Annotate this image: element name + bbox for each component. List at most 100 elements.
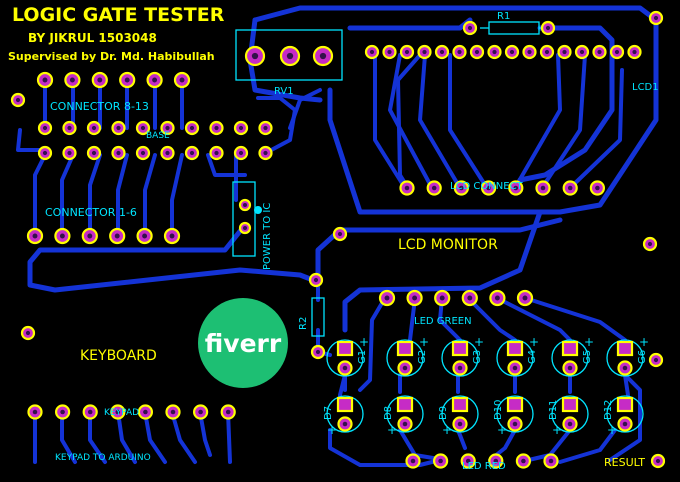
rv1-outline [235,29,343,81]
green-led-1-pad-b-hole [342,365,348,371]
red-led-5-pad-a [561,396,579,413]
base-bottom-pad-hole [263,150,268,156]
r1-pad-hole [545,25,551,31]
base-bottom-pad-hole [140,150,146,156]
supervisor-line: Supervised by Dr. Md. Habibullah [8,50,215,63]
red-led-2-polarity: + [387,423,397,437]
green-led-3-polarity: + [474,335,484,349]
red-led-5-outline [551,395,589,433]
connector-1-6-label: CONNECTOR 1-6 [45,206,137,219]
connector-8-13-pad-hole [152,77,158,83]
keypad-pad-hole [143,409,148,415]
led-footprints: G1+G2+G3+G4+G5+G6+D7+D8+D9+D10+D11+D12+ [323,335,649,437]
r2-pad-hole [315,349,321,355]
green-led-4-label: G4 [527,350,538,364]
lcd-connect-label: LCD CONNECT [450,181,524,192]
green-led-6-outline [606,339,644,377]
connector-8-13-pad-hole [124,77,130,83]
lcd-connect-pad-hole [486,185,491,191]
lcd-connect-pad-hole [595,185,600,191]
power-pad-hole [243,203,247,207]
led-green-label: LED GREEN [414,316,472,327]
red-led-3-pad-a [451,396,469,413]
lcd-header-pad-hole [562,49,567,55]
green-led-5-pad-b-hole [567,365,573,371]
green-led-4-polarity: + [529,335,539,349]
power-indicator-dot [254,206,262,214]
led-green-pad-hole [522,295,528,301]
green-led-2-outline [386,339,424,377]
red-led-5-pad-b-hole [567,421,573,427]
r2-outline [311,297,325,337]
lcd-monitor-label: LCD MONITOR [398,237,498,253]
lcd-header-pad-hole [457,49,462,55]
red-led-3-outline [441,395,479,433]
connector-8-13-pad-hole [42,77,48,83]
mounting-pad-hole [655,458,661,464]
red-led-4-label: D10 [493,400,504,420]
led-green-pad-hole [467,295,473,301]
red-led-1-polarity: + [327,423,337,437]
led-red-pad-hole [465,458,471,464]
connector-8-13-pad-hole [179,77,185,83]
power-to-ic-label: POWER TO IC [262,203,273,270]
red-led-4-pad-b-hole [512,421,518,427]
lcd-header-pad-hole [474,49,480,55]
green-led-3-outline [441,339,479,377]
red-led-2-label: D8 [383,406,394,420]
red-led-4-outline [496,395,534,433]
mounting-pad-hole [313,277,319,283]
lcd-header-pad-hole [422,49,427,55]
base-top-pad-hole [67,125,72,131]
red-led-3-label: D9 [438,406,449,420]
base-bottom-pad-hole [238,150,244,156]
keypad-pad-hole [60,409,65,415]
led-green-pad-hole [384,295,390,301]
base-bottom-pad-hole [165,150,170,156]
green-led-4-pad-a [506,340,524,357]
mounting-pad-hole [647,241,653,247]
lcd-connect-pad-hole [513,185,519,191]
green-led-1-outline [326,339,364,377]
green-led-1-label: G1 [357,350,368,364]
lcd-header-pad-hole [579,49,585,55]
green-led-6-pad-a [616,340,634,357]
red-led-6-pad-a [616,396,634,413]
red-led-6-pad-b-hole [622,421,628,427]
base-top-pad-hole [116,125,121,131]
red-led-3-polarity: + [442,423,452,437]
lcd-connect-pad-hole [567,185,573,191]
lcd-header-pad-hole [597,49,602,55]
keypad-pad-hole [87,409,93,415]
green-led-3-pad-b-hole [457,365,463,371]
base-bottom-pad-hole [214,150,219,156]
connector-1-6-pad-hole [32,233,38,239]
fiverr-badge-circle [198,298,288,388]
base-bottom-pad-hole [189,150,195,156]
silkscreen-outlines [232,21,548,337]
green-led-4-outline [496,339,534,377]
keypad-pad-hole [170,409,176,415]
lcd-connect-pad-hole [431,185,437,191]
lcd-connect-pad-hole [459,185,464,191]
lcd-header-pad-hole [527,49,532,55]
keypad-pad-hole [115,409,121,415]
author-line: BY JIKRUL 1503048 [28,31,157,45]
result-label: RESULT [604,456,645,469]
red-led-2-outline [386,395,424,433]
keypad-pad-hole [225,409,231,415]
base-top-pad-hole [189,125,195,131]
pads [10,10,666,469]
connector-1-6-pad-hole [114,233,120,239]
led-red-pad-hole [548,458,554,464]
red-led-2-pad-b-hole [402,421,408,427]
base-bottom-pad-hole [91,150,97,156]
red-led-1-outline [326,395,364,433]
connector-8-13-label: CONNECTOR 8-13 [50,100,149,113]
green-led-3-pad-a [451,340,469,357]
red-led-6-polarity: + [607,423,617,437]
green-led-2-pad-a [396,340,414,357]
lcd-header-pad-hole [387,49,392,55]
led-green-pad-hole [439,295,445,301]
